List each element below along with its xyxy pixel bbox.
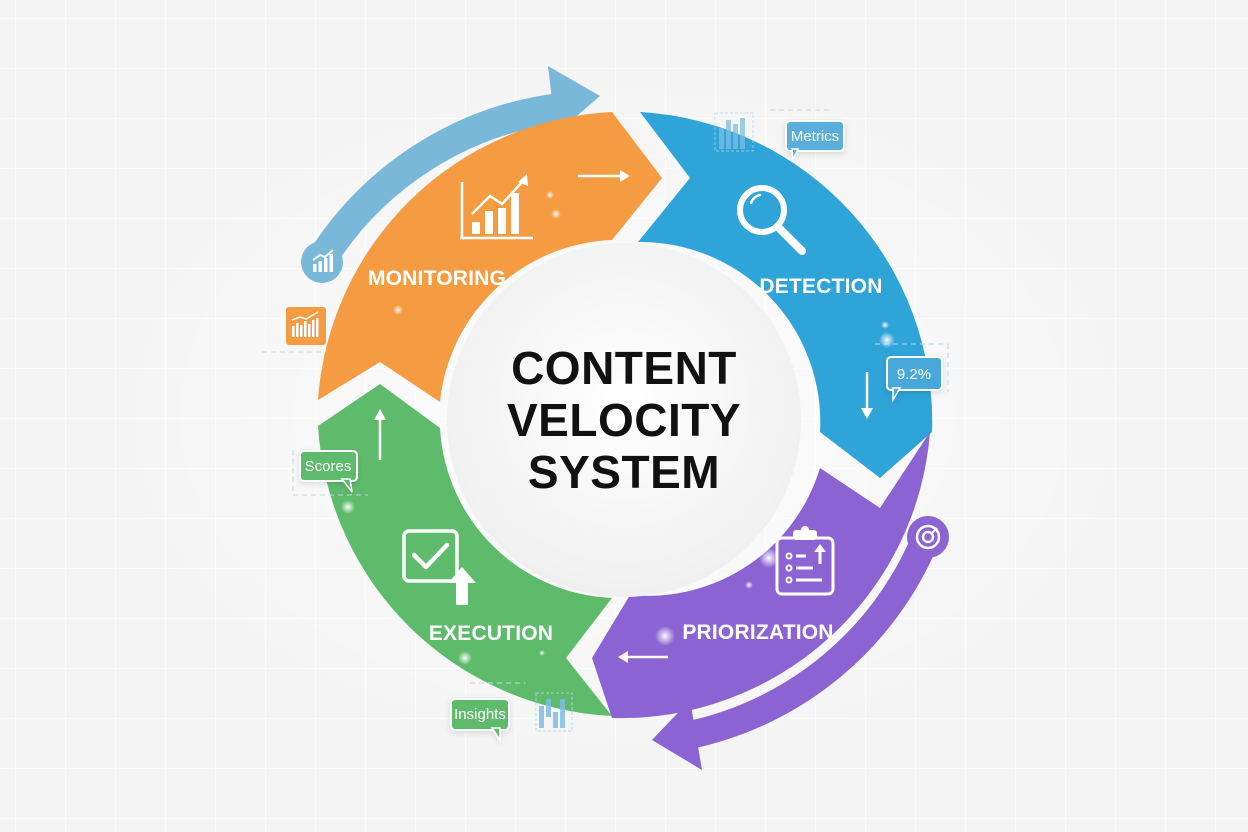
mini-bar-chart-icon: [714, 112, 754, 152]
callout-metrics-text: Metrics: [791, 128, 839, 145]
callout-scores-text: Scores: [305, 458, 352, 475]
flow-arrow-right-icon: [578, 170, 630, 182]
title-line-3: SYSTEM: [528, 446, 720, 498]
chart-growth-icon: [291, 311, 319, 337]
segment-label-monitoring: MONITORING: [368, 267, 506, 290]
segment-priorization[interactable]: PRIORIZATION: [592, 432, 930, 719]
callout-insights-text: Insights: [454, 706, 506, 723]
segment-monitoring[interactable]: MONITORING: [318, 112, 662, 402]
flow-arrow-down-icon: [861, 372, 873, 419]
mini-bar-chart-icon-bottom: [535, 692, 573, 732]
title-line-1: CONTENT: [511, 342, 737, 394]
orange-chart-badge: [286, 307, 326, 345]
segment-execution[interactable]: EXECUTION: [318, 384, 612, 716]
title-line-2: VELOCITY: [507, 394, 741, 446]
callout-metrics: Metrics: [785, 120, 845, 163]
bar-chart-growth-icon: [460, 174, 533, 240]
bar-chart-icon: [312, 249, 334, 272]
bottom-purple-arrow: [652, 516, 949, 770]
target-icon: [915, 524, 941, 550]
flow-arrow-up-icon: [374, 409, 386, 460]
segment-label-detection: DETECTION: [759, 275, 882, 298]
magnifying-glass-icon: [737, 185, 806, 255]
segment-label-priorization: PRIORIZATION: [682, 621, 833, 644]
callout-percent-text: 9.2%: [897, 366, 931, 383]
sparkles: [341, 191, 895, 665]
clipboard-checklist-icon: [775, 526, 835, 596]
purple-badge: [907, 516, 949, 558]
segment-detection[interactable]: DETECTION: [638, 112, 933, 478]
callout-insights: Insights: [450, 698, 510, 743]
flow-arrow-left-icon: [618, 651, 668, 663]
top-blue-arrow: [301, 66, 600, 283]
checkbox-upload-icon: [402, 529, 476, 605]
callout-scores: Scores: [299, 450, 358, 493]
callout-percent: 9.2%: [886, 356, 943, 403]
segment-label-execution: EXECUTION: [429, 622, 553, 645]
center-circle: [447, 243, 801, 597]
